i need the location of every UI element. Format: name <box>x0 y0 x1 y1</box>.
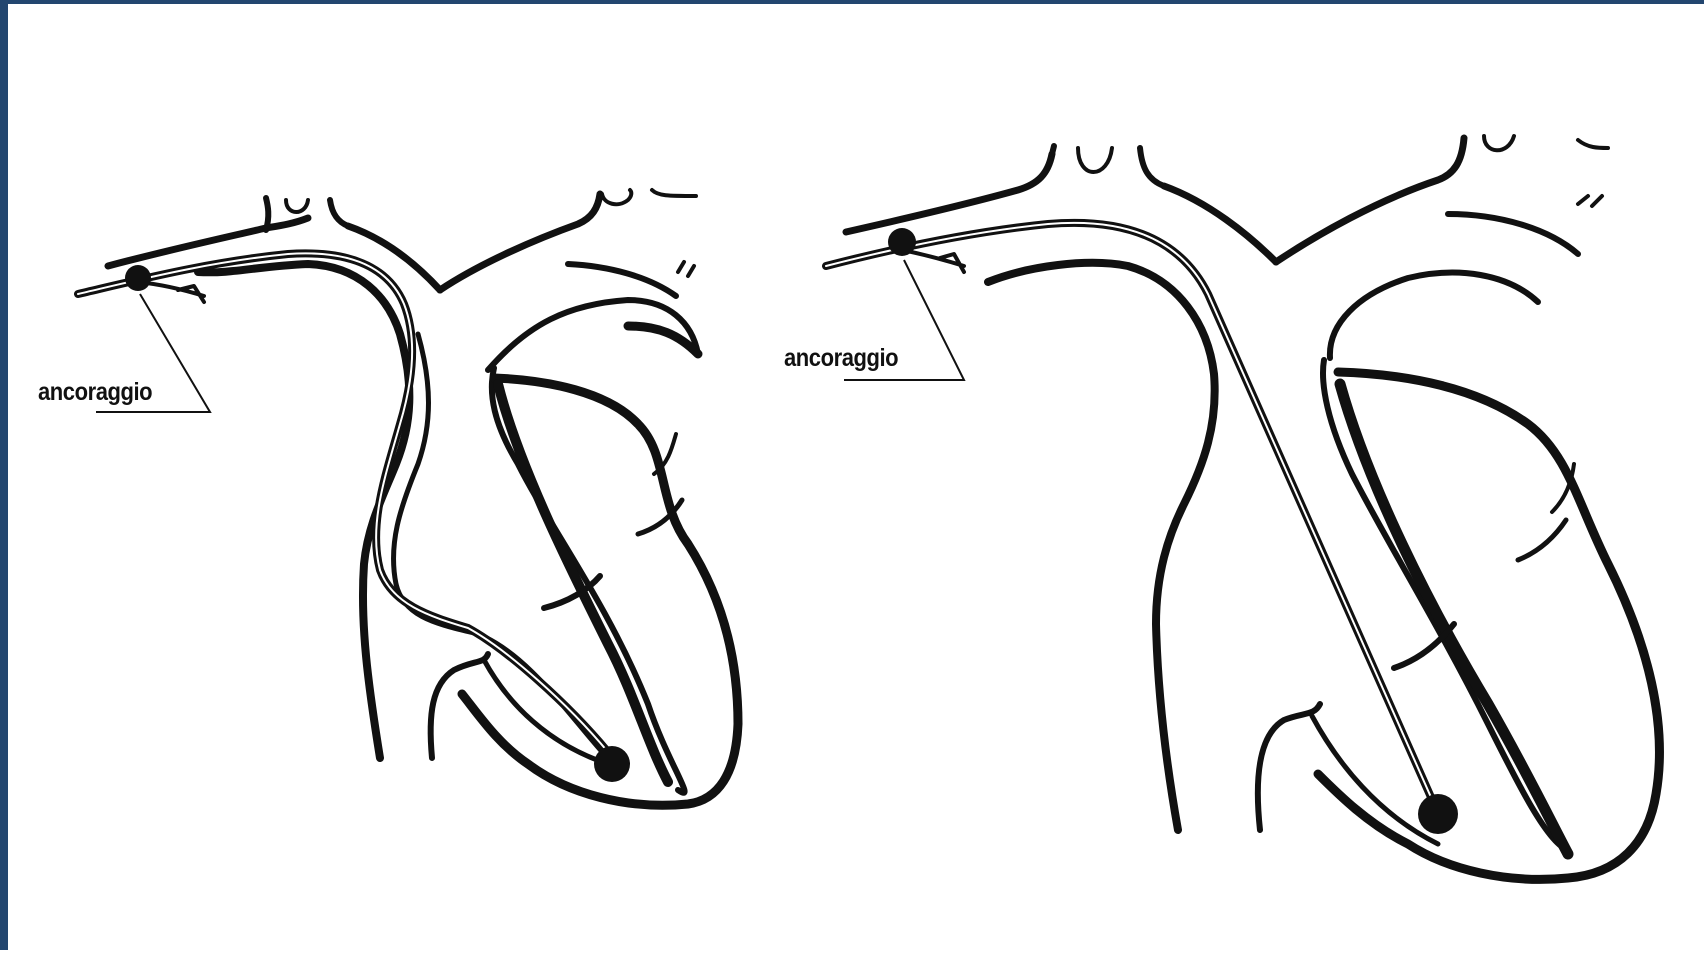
vessel-stub-left-1 <box>266 198 268 230</box>
lead-wire-right <box>826 223 1434 804</box>
pulmonary-artery-right <box>1448 214 1578 254</box>
subclavian-vein-upper-wall-right <box>846 154 1052 232</box>
small-branch-right-1 <box>1578 196 1602 206</box>
anchor-label-right: ancoraggio <box>784 344 898 373</box>
septum-right <box>1340 384 1568 854</box>
vessel-stub-left-2 <box>286 200 308 212</box>
lead-wire-right-inner <box>826 223 1434 804</box>
pacing-lead-left <box>78 253 608 752</box>
vessel-stub-right-3 <box>1140 148 1164 186</box>
vessel-stub-right-2 <box>1078 148 1112 172</box>
vessel-stub-right-1 <box>1052 146 1054 154</box>
aorta-left-right-branch <box>440 194 600 290</box>
anchor-point-left <box>125 265 151 291</box>
ventricle-outer-right <box>1323 273 1568 850</box>
pulmonary-artery-left <box>568 264 676 296</box>
svc-right-outer <box>988 263 1215 830</box>
lead-tip-electrode-right <box>1418 794 1458 834</box>
pacemaker-lead-diagram <box>8 4 1704 954</box>
anchor-stub-right <box>902 250 964 272</box>
vessel-stub-left-5 <box>652 190 696 196</box>
aorta-right-right-branch <box>1276 138 1464 262</box>
vessel-stub-left-4 <box>602 190 631 204</box>
ventricle-right-wall-right <box>1318 372 1659 879</box>
aorta-right-upper <box>1164 186 1276 262</box>
atrium-lower-left <box>431 654 488 758</box>
lead-wire-left <box>78 253 608 752</box>
heart-illustration-left <box>108 190 738 805</box>
aortic-arch-left-top <box>266 218 308 228</box>
anchor-label-left: ancoraggio <box>38 378 152 407</box>
vessel-stub-right-5 <box>1578 140 1608 148</box>
vessel-stub-left-3 <box>330 200 348 226</box>
pacing-lead-right <box>826 223 1434 804</box>
ventricle-outer-left <box>488 300 698 793</box>
heart-illustration-right <box>846 136 1659 879</box>
anchor-point-right <box>888 228 916 256</box>
septum-branch-right-2 <box>1518 520 1566 560</box>
atrium-lower-right <box>1258 704 1320 830</box>
vessel-stub-right-4 <box>1484 136 1514 150</box>
small-branch-left-1 <box>678 262 694 276</box>
lead-tip-electrode-left <box>594 746 630 782</box>
